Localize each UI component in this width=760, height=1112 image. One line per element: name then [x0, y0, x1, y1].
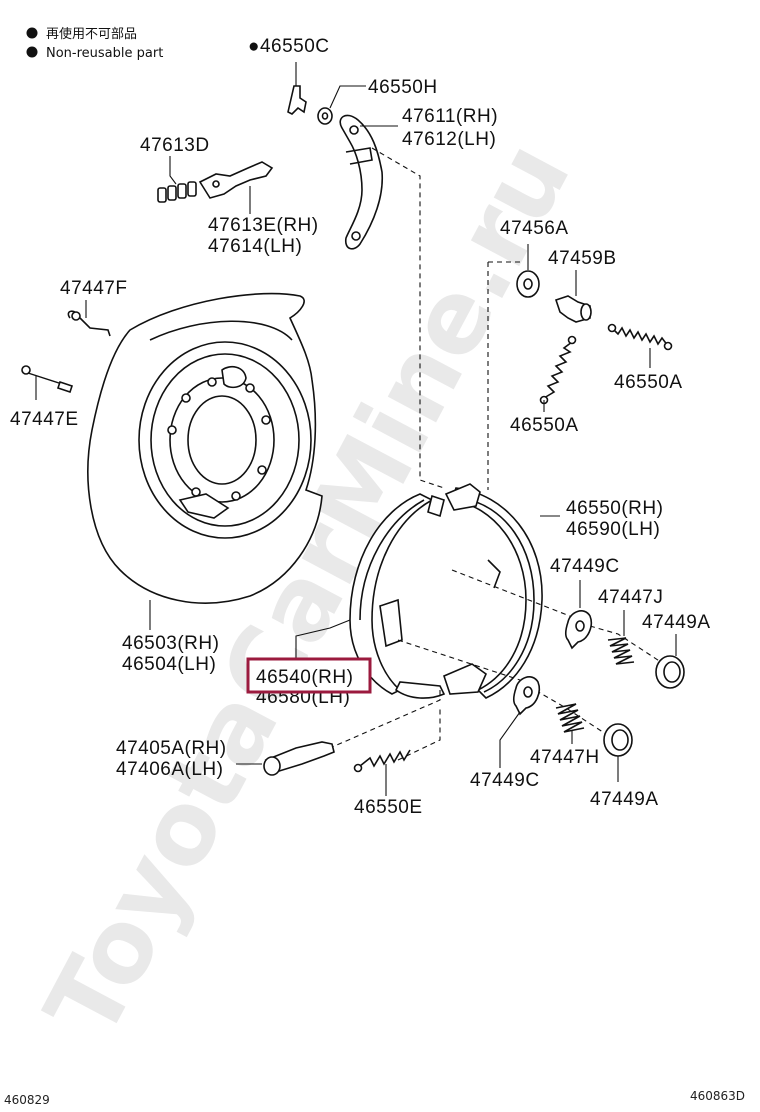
label-47449A-top[interactable]: 47449A: [642, 612, 711, 633]
cup-47449A-bottom-drawing: [603, 723, 633, 782]
label-47449C-top[interactable]: 47449C: [550, 556, 620, 577]
label-47456A[interactable]: 47456A: [500, 218, 569, 239]
label-47449C-bottom[interactable]: 47449C: [470, 770, 540, 791]
label-46540[interactable]: 46540(RH): [256, 667, 353, 688]
adjuster-47405A-drawing: [236, 741, 335, 776]
legend-english: Non-reusable part: [46, 46, 163, 61]
spring-46550A-mid-drawing: [539, 335, 577, 412]
label-46550A-right[interactable]: 46550A: [614, 372, 683, 393]
label-46503[interactable]: 46503(RH): [122, 633, 219, 654]
footer: 460829 460863D: [4, 1089, 745, 1107]
spring-47447J-drawing: [607, 610, 635, 665]
footer-right-code: 460863D: [690, 1089, 745, 1103]
cup-47449A-top-drawing: [655, 634, 685, 689]
parking-lever-drawing: [339, 114, 398, 250]
strut-47613E-drawing: [198, 161, 274, 214]
label-47447J[interactable]: 47447J: [598, 587, 663, 608]
label-47447H[interactable]: 47447H: [530, 747, 600, 768]
clip-47447F-drawing: [67, 300, 111, 337]
washer-47456A-drawing: [516, 244, 540, 298]
watermark: ToyotaCarMine.ru: [23, 123, 593, 1056]
pin-47447E-drawing: [21, 365, 74, 400]
footer-left-code: 460829: [4, 1093, 50, 1107]
label-46550A-mid[interactable]: 46550A: [510, 415, 579, 436]
label-46504[interactable]: 46504(LH): [122, 654, 216, 675]
label-46550E[interactable]: 46550E: [354, 797, 423, 818]
label-47614[interactable]: 47614(LH): [208, 236, 302, 257]
label-46550C[interactable]: ●46550C: [248, 36, 330, 57]
legend: 再使用不可部品 Non-reusable part: [26, 26, 163, 61]
label-47459B[interactable]: 47459B: [548, 248, 617, 269]
brake-shoe-drawing: [295, 493, 446, 699]
legend-japanese: 再使用不可部品: [46, 26, 137, 42]
label-47406A[interactable]: 47406A(LH): [116, 759, 223, 780]
watermark-text: ToyotaCarMine.ru: [23, 123, 593, 1056]
spring-47447H-drawing: [555, 703, 585, 744]
spring-46550A-right-drawing: [607, 323, 673, 368]
washer-46550H-drawing: [317, 85, 366, 125]
part-labels: ●46550C 46550H 47611(RH) 47612(LH) 47613…: [10, 36, 711, 818]
non-reusable-dot-icon: [26, 27, 38, 39]
label-47447E[interactable]: 47447E: [10, 409, 79, 430]
adjuster-screws-drawing: [157, 156, 197, 203]
label-47449A-bottom[interactable]: 47449A: [590, 789, 659, 810]
assembly-guide-lines: [329, 147, 665, 761]
label-47613D[interactable]: 47613D: [140, 135, 210, 156]
non-reusable-dot-icon: [26, 46, 38, 58]
label-46550H[interactable]: 46550H: [368, 77, 438, 98]
label-47447F[interactable]: 47447F: [60, 278, 127, 299]
clip-46550C-drawing: [287, 62, 307, 115]
pin-47459B-drawing: [554, 270, 592, 323]
label-47405A[interactable]: 47405A(RH): [116, 738, 227, 759]
label-47612[interactable]: 47612(LH): [402, 129, 496, 150]
highlight-box: [246, 657, 372, 694]
cup-47449C-bottom-drawing: [499, 676, 541, 768]
label-47613E[interactable]: 47613E(RH): [208, 215, 319, 236]
label-46590[interactable]: 46590(LH): [566, 519, 660, 540]
backing-plate-drawing: [87, 292, 323, 630]
label-47611[interactable]: 47611(RH): [402, 106, 498, 127]
brake-shoe-46550-drawing: [443, 483, 560, 699]
label-46550[interactable]: 46550(RH): [566, 498, 663, 519]
spring-46550E-drawing: [353, 749, 411, 796]
cup-47449C-top-drawing: [564, 580, 593, 650]
